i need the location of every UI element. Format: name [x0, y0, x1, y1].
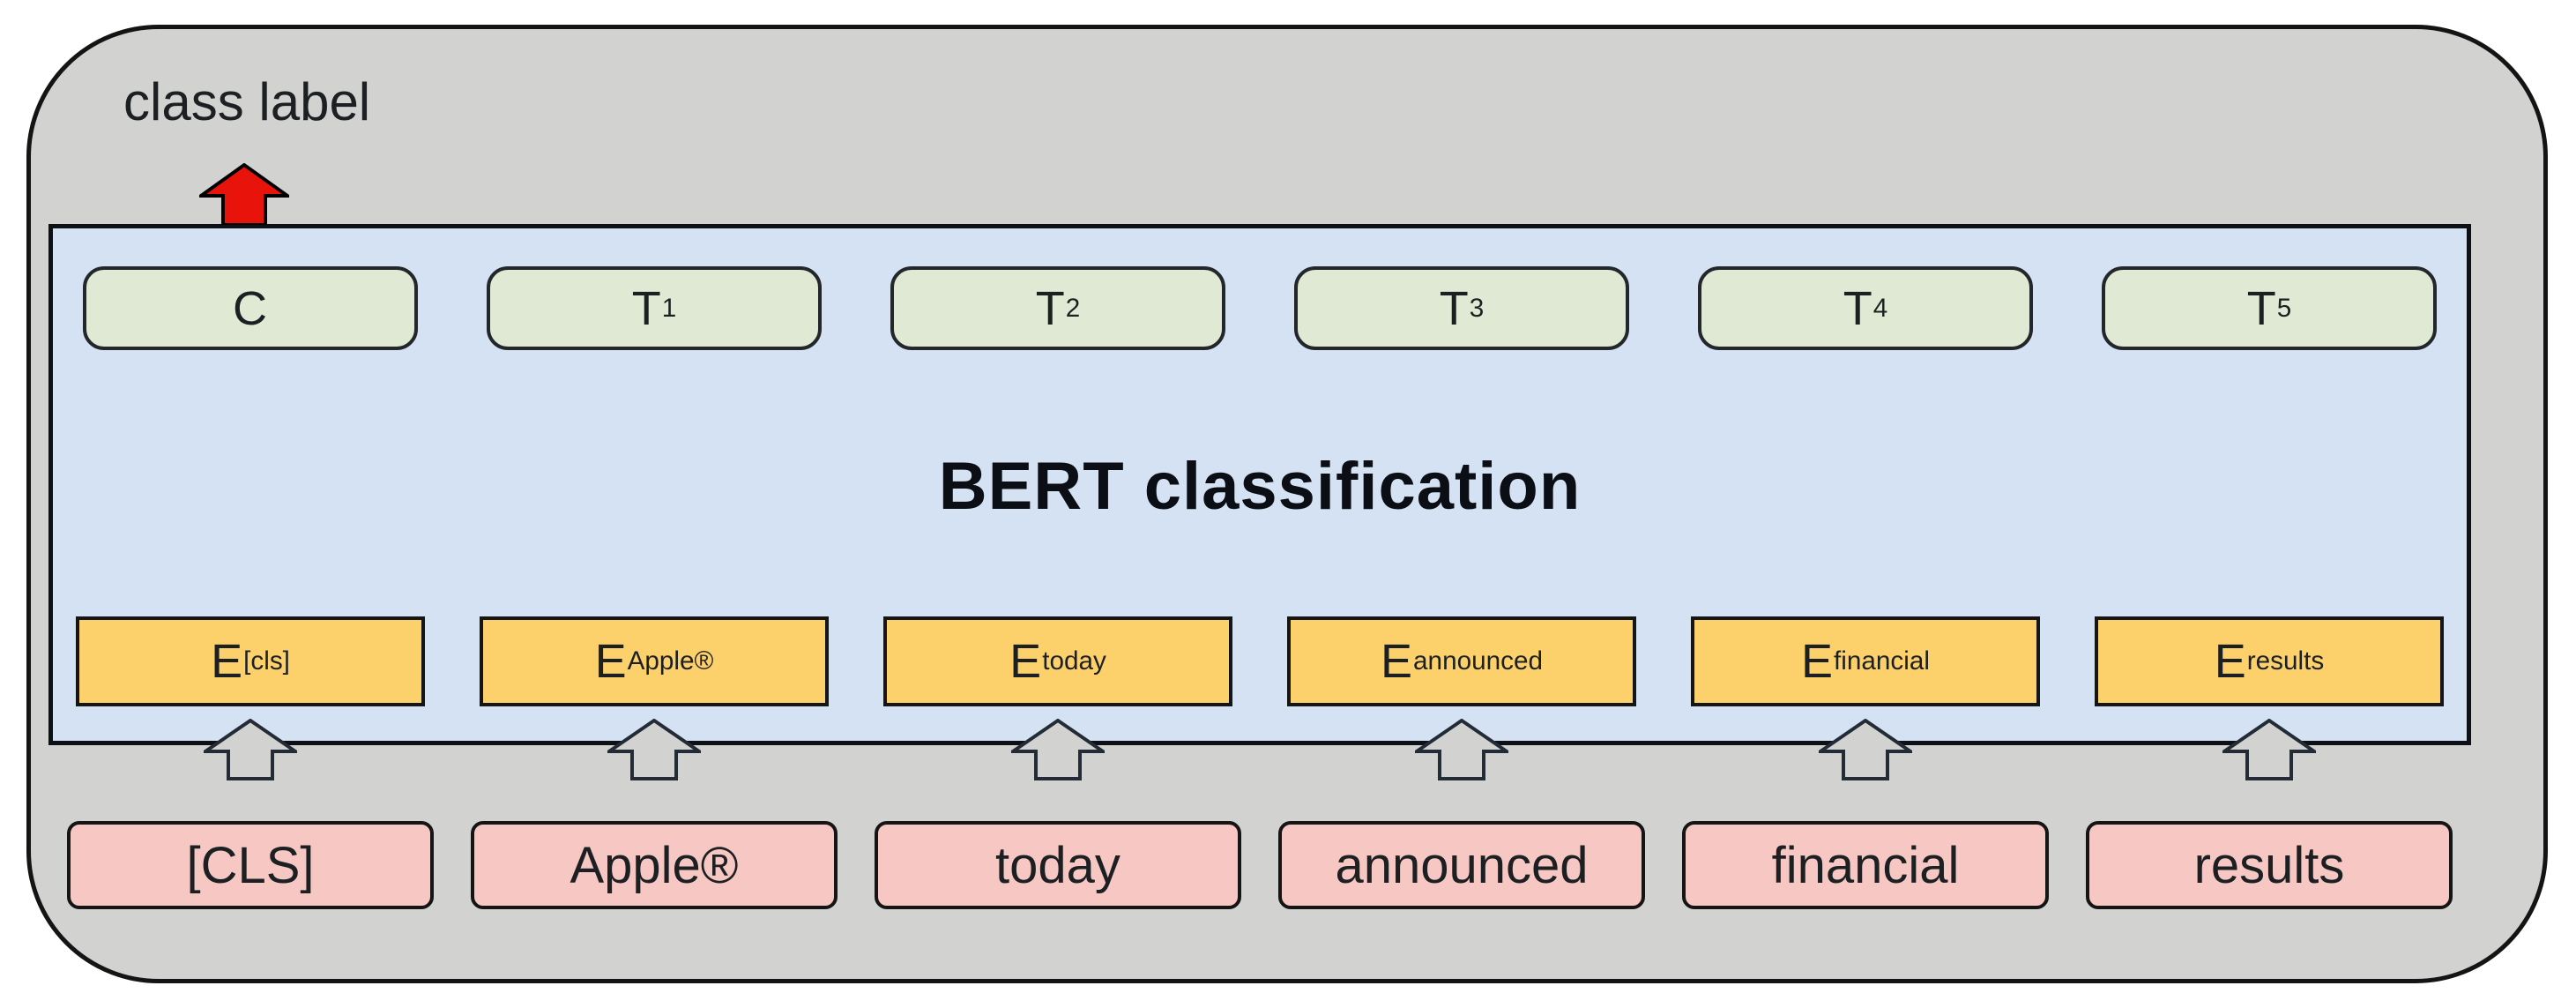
output-label: T	[631, 281, 661, 335]
class-label-text: class label	[123, 72, 371, 131]
flow-up-arrow-icon	[1415, 719, 1508, 780]
embedding-label-subscript: results	[2246, 646, 2325, 676]
embedding-label-subscript: announced	[1413, 646, 1543, 676]
embedding-label-subscript: today	[1042, 646, 1106, 676]
token-box-results: results	[2086, 821, 2453, 909]
output-label-subscript: 5	[2276, 293, 2292, 323]
output-label-subscript: 2	[1065, 293, 1081, 323]
embedding-label: E	[1381, 635, 1413, 688]
embedding-label: E	[211, 635, 243, 688]
output-label: T	[1843, 281, 1872, 335]
output-box-c: C	[83, 266, 418, 350]
token-box-cls: [CLS]	[67, 821, 434, 909]
output-label: T	[2246, 281, 2276, 335]
flow-up-arrow-icon	[204, 719, 297, 780]
output-label: T	[1035, 281, 1065, 335]
embedding-label: E	[2214, 635, 2246, 688]
token-box-today: today	[875, 821, 1241, 909]
embedding-label-subscript: [cls]	[243, 646, 290, 676]
output-label: T	[1439, 281, 1469, 335]
output-label-subscript: 3	[1469, 293, 1485, 323]
embedding-label: E	[1801, 635, 1834, 688]
flow-up-arrow-icon	[1819, 719, 1912, 780]
flow-up-arrow-icon	[1011, 719, 1105, 780]
flow-up-arrow-icon	[2222, 719, 2316, 780]
output-label-subscript: 1	[661, 293, 677, 323]
class-label-up-arrow-icon	[199, 163, 289, 225]
bert-model-box	[48, 224, 2471, 745]
embedding-box-cls: E[cls]	[76, 616, 425, 706]
embedding-label-subscript: Apple®	[627, 646, 714, 676]
embedding-label-subscript: financial	[1834, 646, 1930, 676]
token-to-embedding-arrows	[48, 719, 2471, 780]
output-label-subscript: 4	[1872, 293, 1888, 323]
flow-up-arrow-icon	[607, 719, 701, 780]
token-row: [CLS] Apple® today announced financial r…	[48, 821, 2471, 909]
output-label: C	[233, 281, 267, 335]
token-box-financial: financial	[1682, 821, 2049, 909]
token-box-announced: announced	[1278, 821, 1645, 909]
token-box-apple: Apple®	[471, 821, 838, 909]
embedding-label: E	[594, 635, 627, 688]
embedding-label: E	[1009, 635, 1042, 688]
model-title: BERT classification	[938, 449, 1582, 524]
